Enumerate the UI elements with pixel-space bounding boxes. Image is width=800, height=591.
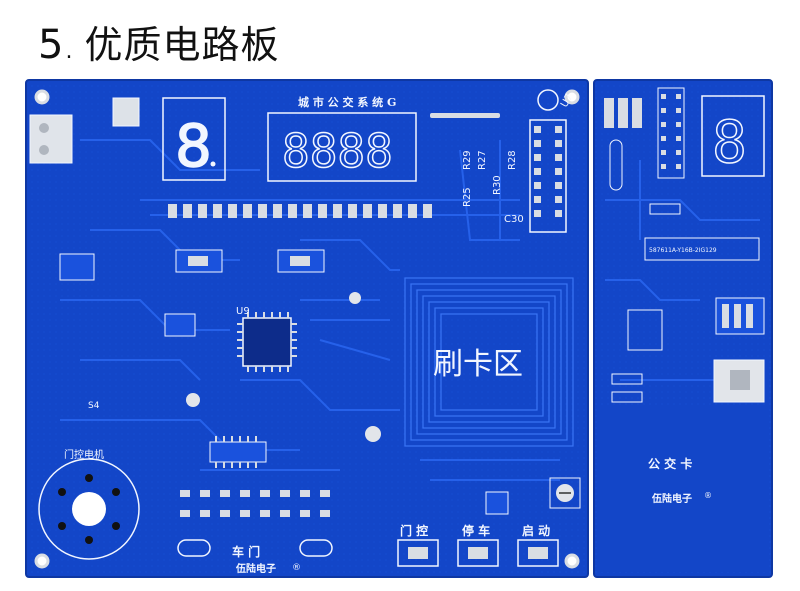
- rfid-antenna: [404, 277, 574, 447]
- button-label-start: 启 动: [522, 523, 550, 538]
- dip-switch: [715, 297, 765, 335]
- dip-socket-u7: U7: [529, 92, 575, 233]
- screw-terminal: [29, 114, 73, 164]
- svg-text:U9: U9: [236, 306, 250, 317]
- seven-segment-single-right: 8: [701, 95, 765, 177]
- resistor-labels: R29 R25 R27 R30 R28 C30: [462, 150, 524, 225]
- card-board: 8 587611A-Y16B-2IG129 公 交 卡 伍陆电子 ®: [593, 79, 773, 578]
- car-door-label: 车 门: [232, 544, 260, 559]
- potentiometer: [549, 477, 581, 509]
- seven-segment-four-digit: 8888: [267, 112, 417, 182]
- button-label-door: 门 控: [400, 523, 428, 538]
- title-text: 优质电路板: [84, 23, 280, 67]
- page-title: 5 . 优质电路板: [38, 14, 280, 68]
- card-brand-label: 伍陆电子: [651, 492, 692, 505]
- svg-text:R27: R27: [477, 150, 488, 170]
- svg-text:R30: R30: [492, 175, 503, 195]
- mounting-holes: [34, 89, 580, 569]
- smd-chip-u4: [277, 249, 325, 273]
- svg-text:8: 8: [712, 108, 747, 176]
- mcu-u9: U9: [236, 306, 297, 372]
- svg-text:R25: R25: [462, 187, 473, 207]
- card-label: 公 交 卡: [648, 456, 692, 471]
- button-label-stop: 停 车: [462, 523, 490, 538]
- card-jumpers: [604, 98, 642, 128]
- main-board: 城 市 公 交 系 统 G 8 8888: [25, 79, 589, 578]
- motor-label: 门控电机: [64, 448, 104, 461]
- seven-segment-single-left: 8: [162, 97, 226, 181]
- registered-mark: ®: [292, 563, 301, 573]
- title-number: 5: [38, 22, 64, 68]
- card-part-label: 587611A-Y16B-2IG129: [649, 247, 717, 254]
- svg-text:8: 8: [175, 112, 212, 180]
- door-motor-footprint: 门控电机: [38, 448, 140, 560]
- led-footprints: [177, 539, 333, 557]
- card-area-label: 刷卡区: [433, 347, 523, 382]
- svg-text:S4: S4: [88, 401, 100, 411]
- svg-text:R28: R28: [507, 150, 518, 170]
- card-registered-mark: ®: [704, 491, 712, 500]
- svg-text:C30: C30: [504, 214, 524, 225]
- board-top-label: 城 市 公 交 系 统 G: [298, 95, 396, 109]
- smd-chip-u3: [175, 249, 223, 273]
- card-dip-socket: [657, 87, 685, 179]
- title-dot: .: [65, 39, 73, 64]
- resistor-grid-bottom: [180, 490, 330, 517]
- brand-label: 伍陆电子: [235, 562, 276, 575]
- copper-traces: [60, 139, 560, 481]
- svg-text:R29: R29: [462, 150, 473, 170]
- push-buttons: [397, 539, 559, 567]
- resistor-row-top: [168, 204, 432, 218]
- smd-chip-u2: [209, 436, 267, 468]
- svg-text:8888: 8888: [282, 124, 393, 178]
